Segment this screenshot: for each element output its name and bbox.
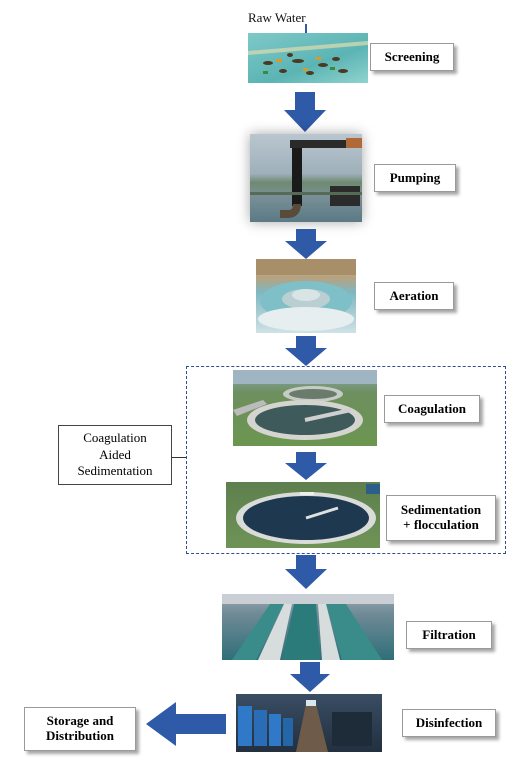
screening-label: Screening (370, 43, 454, 71)
storage-label-line2: Distribution (46, 728, 114, 743)
coagulation-image (233, 370, 377, 446)
aeration-label: Aeration (374, 282, 454, 310)
flow-arrow-icon (285, 336, 327, 366)
coagulation-aided-sedimentation-group (186, 366, 506, 554)
sedimentation-label-line2: + flocculation (403, 517, 479, 532)
sedimentation-label: Sedimentation + flocculation (386, 495, 496, 541)
flow-arrow-left-icon (146, 702, 226, 746)
raw-water-label: Raw Water (248, 10, 306, 25)
disinfection-image (236, 694, 382, 752)
disinfection-label: Disinfection (402, 709, 496, 737)
group-label-line3: Sedimentation (77, 463, 153, 479)
flow-arrow-icon (285, 229, 327, 259)
group-label-box: Coagulation Aided Sedimentation (58, 425, 172, 485)
aeration-image (256, 259, 356, 333)
flow-arrow-icon (285, 452, 327, 480)
group-label-line2: Aided (99, 446, 131, 462)
group-label-line1: Coagulation (83, 429, 147, 445)
storage-distribution-label: Storage and Distribution (24, 707, 136, 751)
sedimentation-label-line1: Sedimentation (400, 502, 482, 518)
storage-label-line1: Storage and (46, 713, 114, 729)
filtration-label: Filtration (406, 621, 492, 649)
sedimentation-image (226, 482, 380, 548)
flow-arrow-icon (284, 92, 326, 132)
pumping-image (250, 134, 362, 222)
group-connector-line (171, 457, 186, 458)
pumping-label: Pumping (374, 164, 456, 192)
filtration-image (222, 594, 394, 660)
flow-arrow-icon (290, 662, 330, 692)
flow-arrow-icon (285, 555, 327, 589)
coagulation-label: Coagulation (384, 395, 480, 423)
screening-image (248, 33, 368, 83)
